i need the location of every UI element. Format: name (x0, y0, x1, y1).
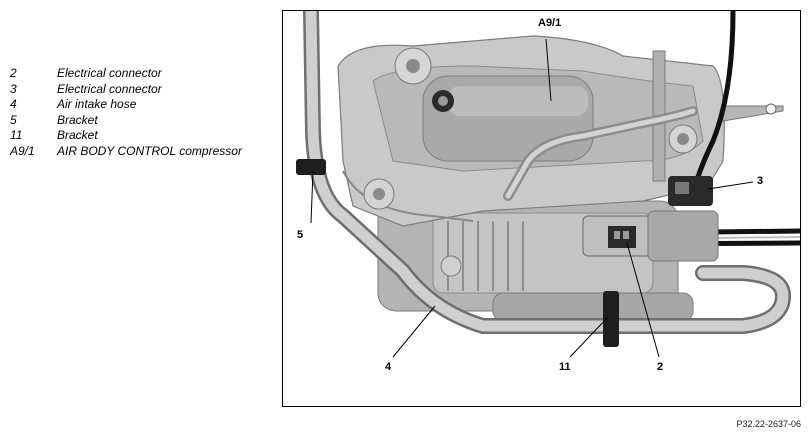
legend-description: Electrical connector (57, 66, 162, 80)
legend-description: Electrical connector (57, 81, 162, 96)
legend-description: Air intake hose (57, 97, 137, 112)
callout-5: 5 (297, 229, 304, 241)
compressor-illustration: A9/1 3 5 4 11 2 (282, 10, 801, 407)
electrical-connector-3 (668, 176, 713, 206)
legend-list: 2 Electrical connector 3 Electrical conn… (10, 66, 242, 160)
figure-reference-id: P32.22-2637-06 (736, 419, 801, 429)
legend-description: AIR BODY CONTROL compressor (57, 143, 242, 158)
legend-number: A9/1 (10, 143, 35, 158)
electrical-connector-2 (582, 210, 719, 262)
legend-description: Bracket (57, 112, 98, 127)
legend-item: 5 Bracket (10, 113, 242, 129)
legend-item: 4 Air intake hose (10, 97, 242, 113)
bracket-11 (603, 291, 619, 347)
legend-number: 4 (10, 97, 17, 112)
upper-bracket (337, 35, 784, 227)
callout-11: 11 (559, 361, 571, 373)
legend-number: 5 (10, 112, 17, 127)
leader-lines (310, 38, 754, 358)
legend-item: 11 Bracket (10, 128, 242, 144)
legend-number: 3 (10, 81, 17, 96)
callout-2: 2 (657, 361, 664, 373)
compressor-drawing (296, 11, 800, 358)
legend-number: 2 (10, 66, 17, 80)
legend-item: A9/1 AIR BODY CONTROL compressor (10, 144, 242, 160)
callout-3: 3 (757, 175, 764, 187)
callout-a9-1: A9/1 (538, 17, 562, 29)
legend-description: Bracket (57, 128, 98, 143)
bracket-5 (296, 159, 326, 175)
legend-item: 3 Electrical connector (10, 82, 242, 98)
legend-item: 2 Electrical connector (10, 66, 242, 82)
legend-number: 11 (10, 128, 23, 143)
callout-4: 4 (385, 361, 392, 373)
